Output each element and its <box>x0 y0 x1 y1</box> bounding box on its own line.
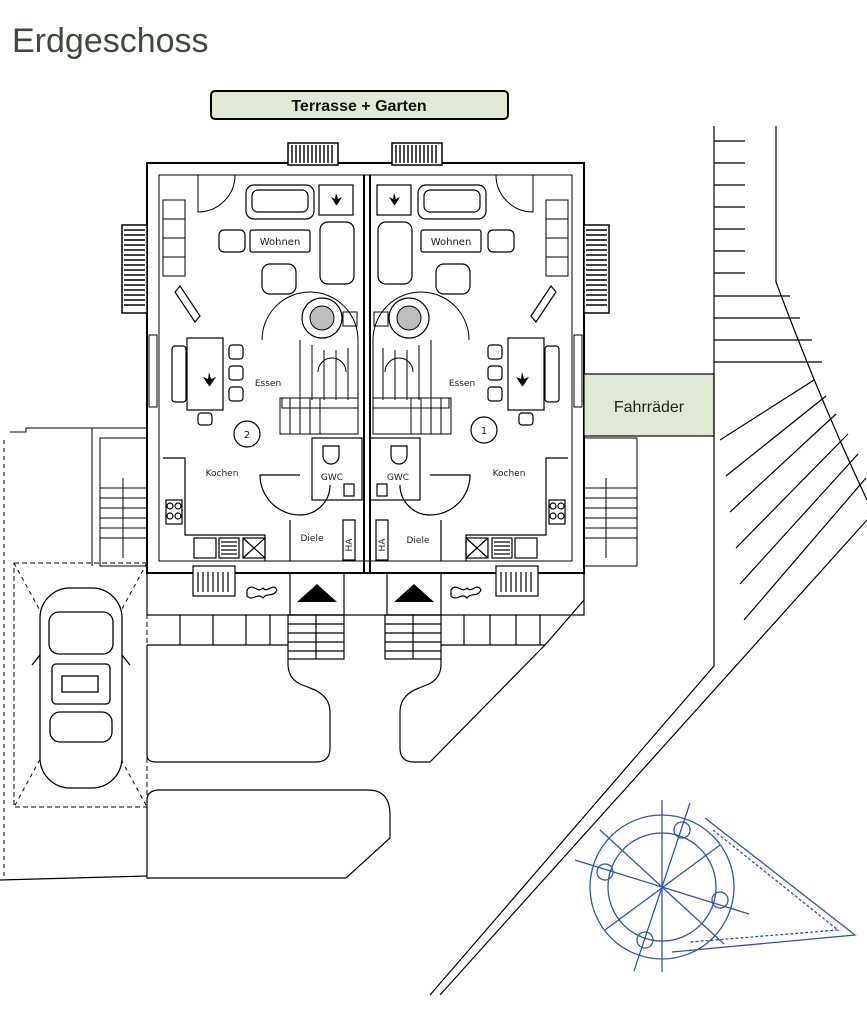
wc-rooms <box>259 437 471 561</box>
page-title: Erdgeschoss <box>12 22 209 60</box>
kitchen-label-left: Kochen <box>206 469 239 479</box>
entrance <box>146 565 585 660</box>
bike-storage: Fahrräder <box>583 373 715 437</box>
unit-number-right: 1 <box>481 426 487 437</box>
stairs <box>261 291 470 435</box>
unit-markers <box>233 416 498 448</box>
stoves <box>301 297 430 339</box>
hall-label-right: Diele <box>406 536 429 546</box>
windows <box>148 174 583 408</box>
living-furniture <box>174 184 557 324</box>
entrance-arrows <box>297 584 434 602</box>
ha-label-left: HA <box>345 538 355 552</box>
walkways <box>0 573 585 881</box>
living-label-left: Wohnen <box>260 237 301 248</box>
ha-label-right: HA <box>378 538 388 552</box>
compass-rose <box>574 800 857 972</box>
side-vents <box>121 224 610 314</box>
building-walls <box>146 162 585 574</box>
road <box>429 126 867 996</box>
side-stairs <box>3 427 638 880</box>
dining-label-left: Essen <box>255 379 281 389</box>
bike-storage-label: Fahrräder <box>614 399 685 416</box>
car-icon <box>31 587 131 789</box>
unit-number-left: 2 <box>244 430 250 441</box>
wc-label-right: GWC <box>387 473 409 483</box>
top-vents <box>287 142 443 166</box>
dining-label-right: Essen <box>449 379 475 389</box>
dining-furniture <box>171 337 560 426</box>
wc-label-left: GWC <box>321 473 343 483</box>
living-label-right: Wohnen <box>431 237 472 248</box>
kitchen-label-right: Kochen <box>493 469 526 479</box>
terrace-label-text: Terrasse + Garten <box>291 98 426 115</box>
kitchens <box>163 457 568 561</box>
plant-icons <box>203 193 529 386</box>
hall-label-left: Diele <box>300 534 323 544</box>
terrace-label: Terrasse + Garten <box>210 90 509 120</box>
